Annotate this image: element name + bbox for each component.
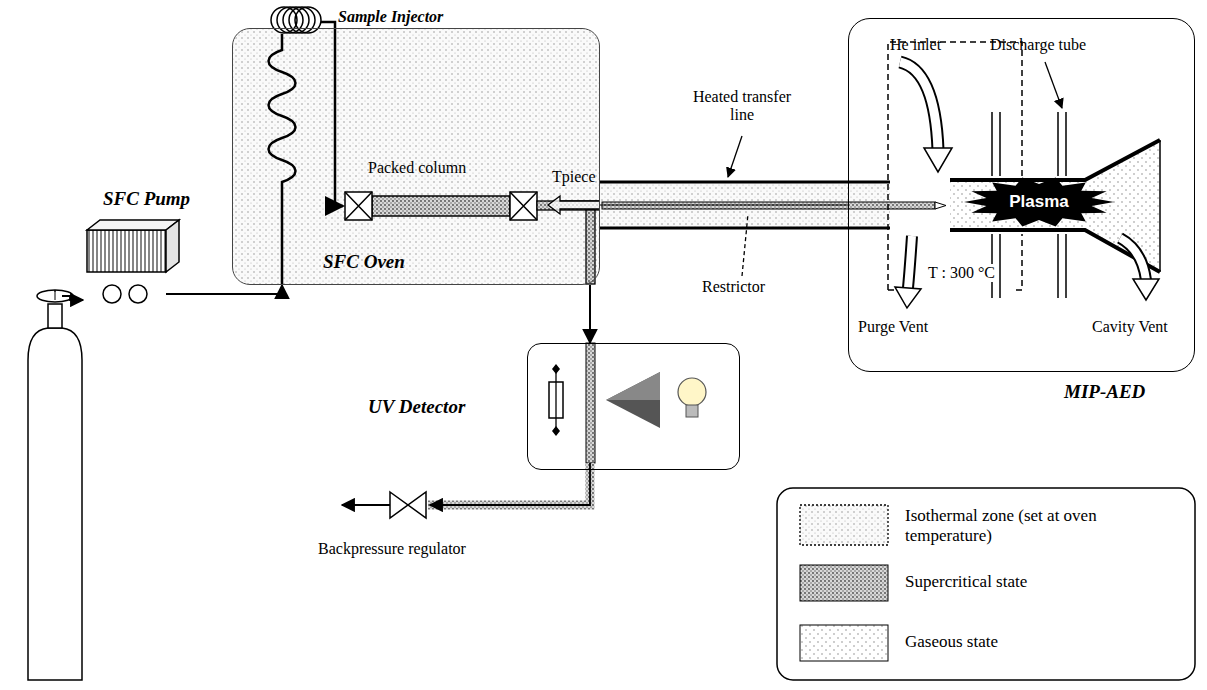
gas-cylinder — [28, 290, 82, 680]
node-label: SFC Oven — [323, 251, 405, 273]
node-label: SFC Pump — [103, 188, 190, 210]
part-label: Sample Injector — [338, 8, 443, 26]
oven-fill — [233, 29, 599, 284]
discharge-leader — [1045, 62, 1062, 108]
legend-text: Gaseous state — [905, 632, 1175, 652]
part-label: Tpiece — [552, 168, 596, 186]
part-label: Discharge tube — [990, 36, 1086, 54]
legend-text: Isothermal zone (set at oven temperature… — [905, 506, 1175, 545]
plasma-burst: Plasma — [964, 177, 1114, 227]
heated-zone-outline — [888, 234, 1022, 290]
vent-line — [342, 504, 390, 506]
packed-column: Packed column — [346, 193, 538, 221]
preheat-coil — [269, 34, 296, 285]
legend-text: Supercritical state — [905, 572, 1175, 592]
gas-feed-pipe — [62, 296, 83, 300]
pump-box: SFC Pump — [87, 230, 166, 306]
restrictor-leader — [742, 214, 748, 276]
uv-detector-box: UV Detector — [527, 343, 740, 470]
backpressure-valve — [390, 492, 426, 518]
part-label: Cavity Vent — [1092, 318, 1168, 336]
sample-injector — [271, 7, 321, 33]
injector-line — [321, 22, 343, 206]
purge-vent-arrow — [895, 236, 921, 308]
part-label: Heated transfer line — [682, 88, 802, 125]
heated-zone-outline — [888, 42, 1022, 290]
uv-detector-drawing — [549, 343, 706, 463]
connector — [166, 285, 282, 294]
part-label: Restrictor — [702, 278, 765, 296]
transfer-line-leader — [728, 136, 742, 177]
node-label: Plasma — [964, 177, 1114, 227]
part-label: Purge Vent — [858, 318, 928, 336]
he-inlet-arrow — [900, 62, 952, 172]
part-label: T : 300 °C — [926, 264, 997, 282]
gas-feed-line — [55, 290, 56, 300]
legend-box — [777, 488, 1195, 680]
node-label: MIP-AED — [1064, 381, 1145, 403]
packed-column-drawing — [345, 192, 537, 220]
part-label: He inlet — [890, 36, 941, 54]
part-label: Backpressure regulator — [318, 540, 466, 558]
node-label: UV Detector — [368, 396, 465, 418]
plasma-shape — [964, 178, 1114, 227]
connector — [589, 285, 591, 343]
pump-body — [87, 220, 179, 303]
oven-region: SFC Oven Packed column — [232, 28, 600, 285]
cavity-vent-arrow — [1120, 238, 1159, 300]
node-label: Packed column — [368, 159, 466, 177]
connector — [600, 204, 848, 205]
heated-transfer-line — [600, 182, 890, 228]
